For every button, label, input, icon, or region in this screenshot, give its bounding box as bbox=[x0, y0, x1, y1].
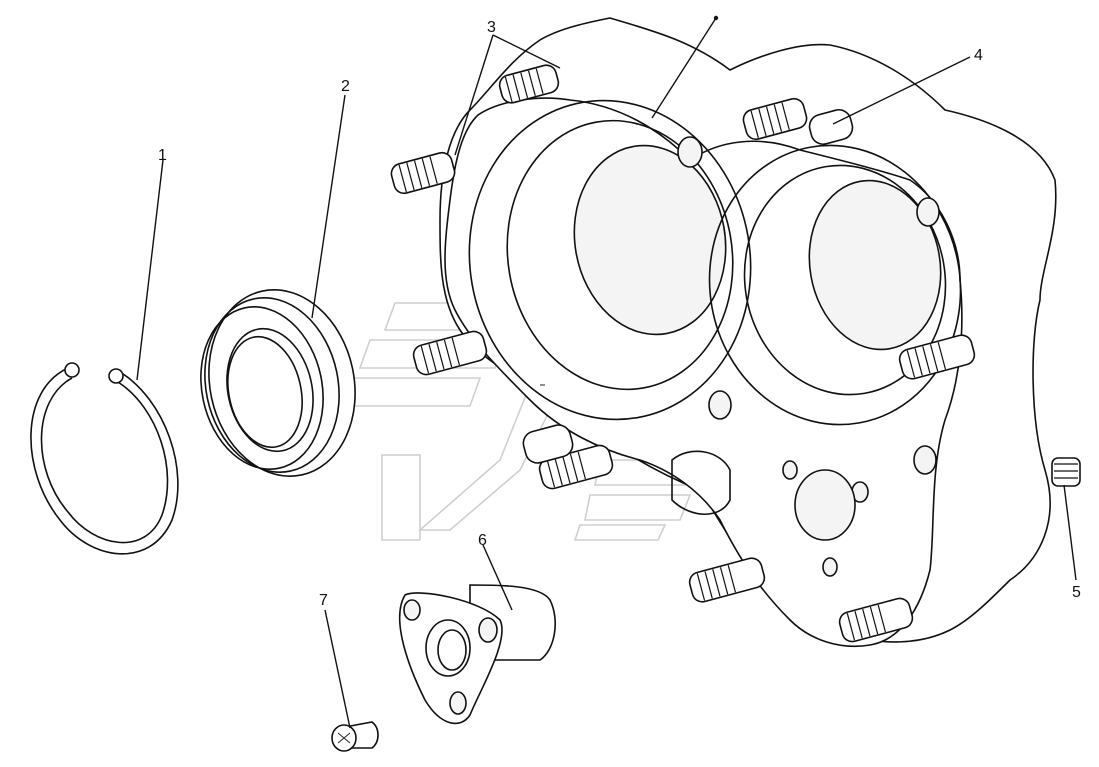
countersunk-screw bbox=[331, 721, 379, 752]
dowel-pins bbox=[522, 108, 854, 464]
flange-bushing bbox=[398, 584, 556, 725]
stud-bolt-e bbox=[538, 444, 614, 490]
stud-bolt-f bbox=[898, 334, 976, 380]
stud-bolt-g bbox=[688, 557, 766, 603]
stud-bolt-b bbox=[390, 151, 456, 195]
stud-bolt-small bbox=[1051, 457, 1081, 487]
callout-3: 3 bbox=[487, 19, 496, 36]
stud-bolt-d bbox=[412, 330, 488, 376]
callout-5: 5 bbox=[1072, 584, 1081, 601]
callout-1: 1 bbox=[158, 147, 167, 164]
callout-2: 2 bbox=[341, 78, 350, 95]
callout-4: 4 bbox=[974, 47, 983, 64]
leader-lines bbox=[136, 15, 1077, 729]
retaining-ring bbox=[30, 362, 179, 555]
stud-bolt-c bbox=[742, 97, 808, 141]
stud-bolt-a bbox=[498, 64, 560, 104]
gear-pump-housing bbox=[439, 17, 1057, 648]
callout-7: 7 bbox=[319, 592, 328, 609]
oil-seal bbox=[200, 289, 356, 477]
stud-group bbox=[390, 64, 976, 643]
callout-6: 6 bbox=[478, 532, 487, 549]
callout-labels: 1 2 3 4 5 6 7 bbox=[158, 19, 1081, 609]
stud-bolt-h bbox=[838, 597, 914, 643]
